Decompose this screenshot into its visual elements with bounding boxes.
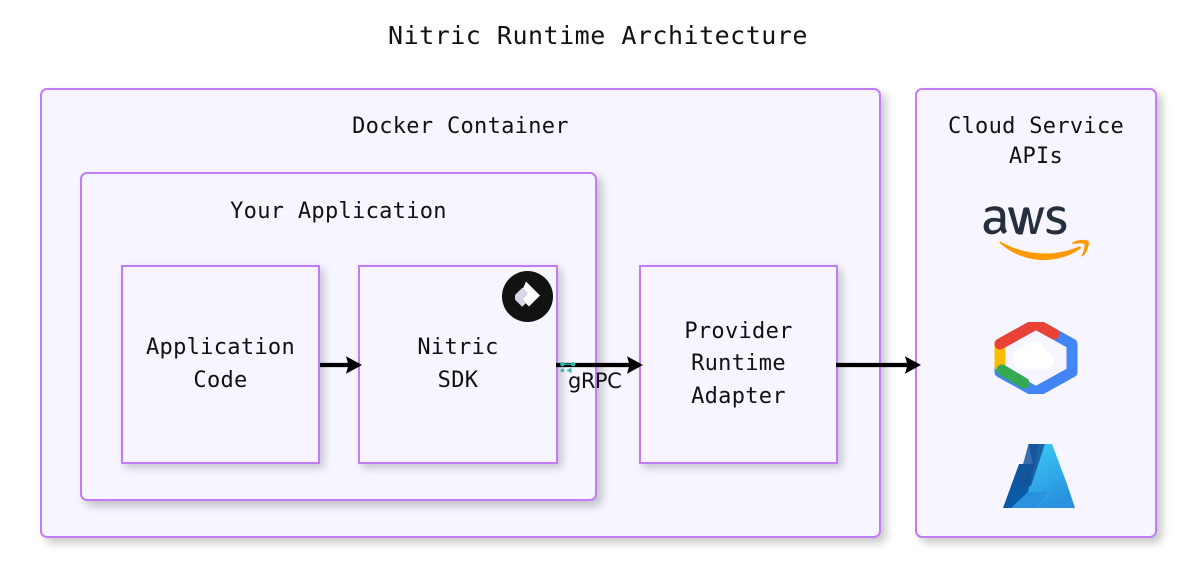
azure-logo-icon	[917, 436, 1155, 516]
application-code-box: Application Code	[121, 265, 320, 464]
cloud-service-apis-box: Cloud Service APIs	[915, 88, 1157, 538]
grpc-edge-label: gRPC	[560, 362, 622, 393]
provider-runtime-adapter-box: Provider Runtime Adapter	[639, 265, 838, 464]
nitric-logo-icon	[502, 271, 553, 322]
provider-runtime-adapter-label: Provider Runtime Adapter	[684, 318, 793, 409]
arrow-application-code-to-nitric-sdk	[320, 356, 362, 374]
cloud-service-apis-heading: Cloud Service APIs	[947, 114, 1125, 169]
your-application-heading: Your Application	[230, 199, 447, 224]
google-cloud-logo-icon	[917, 318, 1155, 398]
page-title: Nitric Runtime Architecture	[388, 21, 808, 50]
nitric-sdk-label: Nitric SDK	[417, 334, 499, 393]
grpc-label-text: gRPC	[568, 369, 622, 393]
arrow-provider-runtime-adapter-to-cloud-service-apis	[836, 356, 921, 374]
docker-container-heading: Docker Container	[352, 114, 569, 139]
application-code-label: Application Code	[146, 334, 295, 393]
aws-logo-icon	[917, 200, 1155, 268]
grpc-icon	[560, 362, 576, 373]
arrow-nitric-sdk-to-provider-runtime-adapter	[556, 356, 643, 374]
